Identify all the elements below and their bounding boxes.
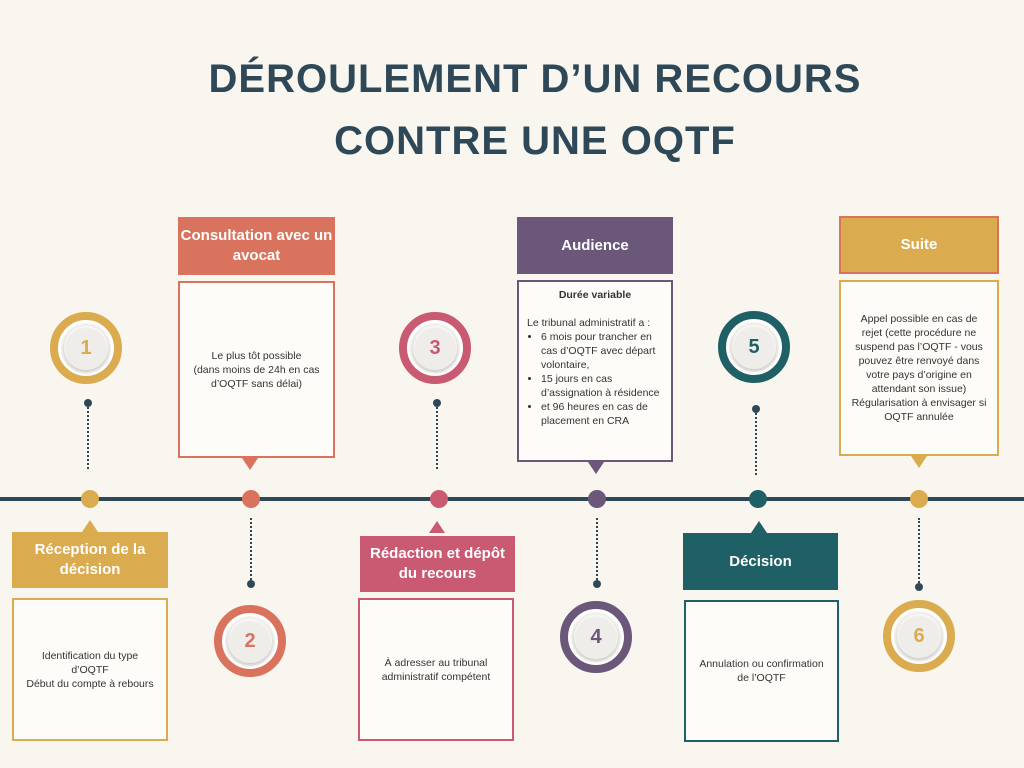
connector-dot-1	[84, 399, 92, 407]
step-number-2: 2	[244, 629, 256, 652]
step-heading-1: Réception de la décision	[12, 532, 168, 588]
step-bullet-4-2: 15 jours en cas d’assignation à résidenc…	[541, 372, 663, 400]
step-subheading-4: Durée variable	[558, 289, 632, 301]
connector-line-4	[596, 518, 598, 580]
step-heading-6: Suite	[839, 216, 999, 274]
step-number-4: 4	[590, 625, 602, 648]
connector-dot-4	[593, 580, 601, 588]
step-intro-4: Le tribunal administratif a :	[527, 317, 651, 329]
step-card-2: Le plus tôt possible (dans moins de 24h …	[178, 281, 335, 458]
page-title: DÉROULEMENT D’UN RECOURS CONTRE UNE OQTF	[120, 48, 950, 172]
step-card-5: Annulation ou confirmation de l’OQTF	[684, 600, 839, 742]
step-number-6: 6	[913, 624, 925, 647]
step-text-2b: (dans moins de 24h en cas d’OQTF sans dé…	[193, 363, 320, 390]
connector-line-1	[87, 407, 89, 469]
step-card-6: Appel possible en cas de rejet (cette pr…	[839, 280, 999, 456]
title-line-2: CONTRE UNE OQTF	[334, 119, 736, 163]
step-text-1a: Identification du type d’OQTF	[41, 649, 139, 676]
step-bullets-4: 6 mois pour trancher en cas d’OQTF avec …	[527, 330, 663, 428]
step-text-5a: Annulation ou confirmation de l’OQTF	[699, 658, 824, 684]
timeline-dot-2	[242, 490, 260, 508]
step-number-3: 3	[429, 336, 441, 359]
step-card-4: Durée variable Le tribunal administratif…	[517, 280, 673, 462]
step-heading-3: Rédaction et dépôt du recours	[360, 536, 515, 592]
step-number-circle-6: 6	[883, 600, 955, 672]
step-text-2a: Le plus tôt possible	[211, 349, 302, 362]
step-number-5: 5	[748, 335, 760, 358]
step-number-circle-2: 2	[214, 605, 286, 677]
step-text-6a: Appel possible en cas de rejet (cette pr…	[855, 313, 983, 395]
connector-dot-6	[915, 583, 923, 591]
connector-line-2	[250, 518, 252, 580]
step-number-circle-1: 1	[50, 312, 122, 384]
step-bullet-4-1: 6 mois pour trancher en cas d’OQTF avec …	[541, 330, 663, 372]
connector-line-6	[918, 518, 920, 583]
step-pointer-6	[911, 456, 927, 468]
step-card-1: Identification du type d’OQTF Début du c…	[12, 598, 168, 741]
connector-line-5	[755, 413, 757, 475]
step-heading-5: Décision	[683, 533, 838, 590]
step-text-3a: À adresser au tribunal administratif com…	[381, 656, 491, 683]
title-line-1: DÉROULEMENT D’UN RECOURS	[208, 57, 862, 101]
step-pointer-1	[82, 520, 98, 532]
step-pointer-5	[751, 521, 767, 533]
timeline-dot-4	[588, 490, 606, 508]
step-heading-4: Audience	[517, 217, 673, 274]
step-pointer-4	[588, 462, 604, 474]
connector-dot-3	[433, 399, 441, 407]
step-card-3: À adresser au tribunal administratif com…	[358, 598, 514, 741]
step-text-6b: Régularisation à envisager si OQTF annul…	[851, 397, 987, 423]
step-pointer-2	[242, 458, 258, 470]
step-number-1: 1	[80, 336, 92, 359]
timeline-dot-1	[81, 490, 99, 508]
connector-line-3	[436, 407, 438, 469]
step-number-circle-3: 3	[399, 312, 471, 384]
step-text-1b: Début du compte à rebours	[26, 677, 154, 690]
connector-dot-5	[752, 405, 760, 413]
timeline-dot-5	[749, 490, 767, 508]
step-heading-2: Consultation avec un avocat	[178, 217, 335, 275]
step-number-circle-5: 5	[718, 311, 790, 383]
timeline-axis	[0, 497, 1024, 501]
timeline-dot-3	[430, 490, 448, 508]
connector-dot-2	[247, 580, 255, 588]
step-bullet-4-3: et 96 heures en cas de placement en CRA	[541, 400, 663, 428]
timeline-dot-6	[910, 490, 928, 508]
step-number-circle-4: 4	[560, 601, 632, 673]
step-pointer-3	[429, 521, 445, 533]
